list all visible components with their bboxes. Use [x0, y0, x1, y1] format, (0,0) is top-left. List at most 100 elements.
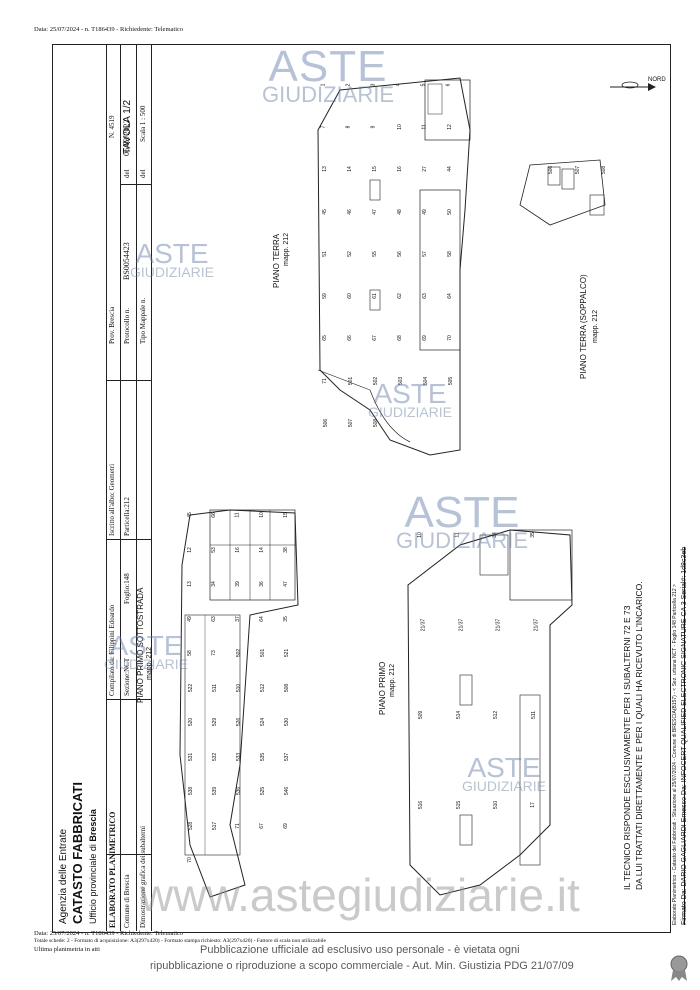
watermark-brand-1: ASTE: [268, 42, 388, 91]
unit-label: 61: [371, 293, 378, 299]
unit-label: 39: [234, 581, 241, 587]
watermark-notice-line1: Pubblicazione ufficiale ad esclusivo uso…: [200, 944, 520, 956]
unit-label: 512: [260, 683, 267, 692]
unit-label: 529: [212, 718, 219, 727]
unit-label: 15: [282, 512, 289, 518]
watermark-sub-1: GIUDIZIARIE: [262, 82, 395, 107]
unit-label: 539: [212, 787, 219, 796]
unit-label: 11: [234, 512, 241, 518]
numero: N. 4519: [108, 115, 116, 138]
watermark-sub-6: GIUDIZIARIE: [462, 778, 547, 794]
unit-label: 515: [455, 800, 462, 810]
plan-sottostrada: PIANO PRIMO SOTTOSTRADA mapp. 212: [136, 505, 315, 905]
unit-label: 44: [446, 166, 453, 173]
watermark-brand-4: ASTE: [404, 488, 520, 537]
watermark-aste-lower-right: ASTE GIUDIZIARIE: [462, 752, 546, 794]
top-header: Data: 25/07/2024 - n. T186439 - Richiede…: [34, 26, 184, 33]
unit-label: 57: [421, 251, 428, 257]
watermark-brand-5: ASTE: [109, 630, 183, 661]
unit-label: 12: [446, 124, 453, 130]
unit-label: 506: [323, 418, 330, 427]
plan-piano-terra-title: PIANO TERRA: [272, 233, 281, 288]
unit-label: 47: [371, 208, 378, 215]
unit-label: 35: [282, 615, 289, 622]
watermark-sub-5: GIUDIZIARIE: [104, 656, 189, 672]
unit-label: 521: [284, 649, 291, 658]
north-label: NORD: [648, 77, 666, 83]
unit-label: 507: [574, 165, 581, 175]
catasto-title: CATASTO FABBRICATI: [70, 781, 85, 924]
watermark-aste-top: ASTE GIUDIZIARIE: [262, 42, 394, 108]
ufficio-label: Ufficio provinciale di Brescia: [88, 809, 98, 924]
foglio: Foglio:148: [123, 573, 131, 604]
plan-primo-mapp: mapp. 212: [389, 663, 396, 697]
unit-label: 73: [210, 650, 217, 656]
unit-label: 506: [548, 165, 555, 175]
unit-label: 13: [321, 166, 328, 173]
watermark-sub-2: GIUDIZIARIE: [130, 264, 215, 280]
tipo-mappale: Tipo Mappale n.: [139, 297, 147, 344]
unit-label: 11: [421, 124, 428, 130]
unit-label: 10: [396, 124, 403, 130]
watermark-aste-lower-left: ASTE GIUDIZIARIE: [104, 630, 188, 672]
scala: Scala 1 : 500: [139, 105, 147, 142]
unit-label: 49: [186, 615, 193, 622]
unit-label: 526: [236, 718, 243, 727]
unit-label: 14: [346, 166, 353, 173]
unit-label: 21/37: [420, 618, 427, 632]
unit-label: 4: [395, 83, 402, 87]
unit-label: 510: [493, 800, 500, 810]
protocollo-label: Protocollo n.: [123, 307, 131, 344]
disclaimer-line1: IL TECNICO RISPONDE ESCLUSIVAMENTE PER I…: [622, 605, 632, 890]
unit-label: 517: [212, 821, 219, 831]
unit-label: 511: [211, 683, 218, 692]
unit-label: 55: [371, 251, 378, 257]
unit-label: 38: [282, 546, 289, 553]
unit-label: 520: [188, 718, 195, 727]
unit-label: 507: [348, 418, 355, 427]
unit-label: 36: [258, 581, 265, 587]
del-label: del: [123, 169, 131, 178]
unit-label: 71: [234, 823, 241, 829]
unit-label: 49: [421, 208, 428, 215]
unit-label: 17: [529, 802, 536, 808]
unit-label: 502: [236, 649, 243, 658]
agency-title-block: Agenzia delle Entrate CATASTO FABBRICATI…: [52, 44, 107, 931]
unit-label: 16: [396, 166, 403, 173]
bottom-header-line3: Ultima planimetria in atti: [34, 946, 100, 953]
unit-label: 35: [529, 532, 536, 538]
ufficio-text: Ufficio provinciale di: [88, 844, 98, 924]
watermark-aste-center: ASTE GIUDIZIARIE: [368, 378, 452, 420]
plan-soppalco: PIANO TERRA (SOPPALCO) mapp. 212: [510, 155, 630, 379]
unit-label: 537: [284, 752, 291, 761]
unit-label: 47: [282, 581, 289, 587]
unit-label: 37: [234, 615, 241, 622]
unit-label: 45: [321, 208, 328, 215]
unit-label: 514: [455, 710, 462, 720]
unit-label: 65: [321, 335, 328, 342]
unit-label: 546: [284, 787, 291, 796]
unit-label: 14: [258, 546, 265, 553]
bottom-header-line2: Totale schede: 2 - Formato di acquisizio…: [34, 938, 326, 944]
unit-label: 66: [346, 335, 353, 342]
watermark-brand-2: ASTE: [135, 238, 209, 269]
unit-label: 536: [236, 787, 243, 796]
watermark-brand-3: ASTE: [373, 378, 447, 409]
unit-label: 62: [396, 293, 403, 299]
unit-label: 10: [258, 512, 265, 518]
watermark-brand-6: ASTE: [467, 752, 541, 783]
unit-label: 56: [396, 251, 403, 257]
watermark-site: www.astegiudiziarie.it: [140, 869, 580, 921]
city-text: Brescia: [88, 809, 98, 842]
north-arrow-icon: [610, 81, 656, 91]
unit-label: 509: [418, 710, 425, 720]
plan-piano-terra-drawing: [317, 77, 471, 456]
unit-label: 46: [346, 208, 353, 215]
unit-label: 16: [234, 546, 241, 553]
unit-label: 21/37: [457, 618, 464, 632]
iscritto-albo: Iscritto all'albo: Geometri: [108, 463, 116, 536]
watermark-sub-4: GIUDIZIARIE: [396, 528, 529, 553]
plan-sottostrada-drawing: [179, 509, 299, 898]
unit-label: 8: [345, 125, 352, 129]
unit-label: 528: [188, 821, 195, 831]
